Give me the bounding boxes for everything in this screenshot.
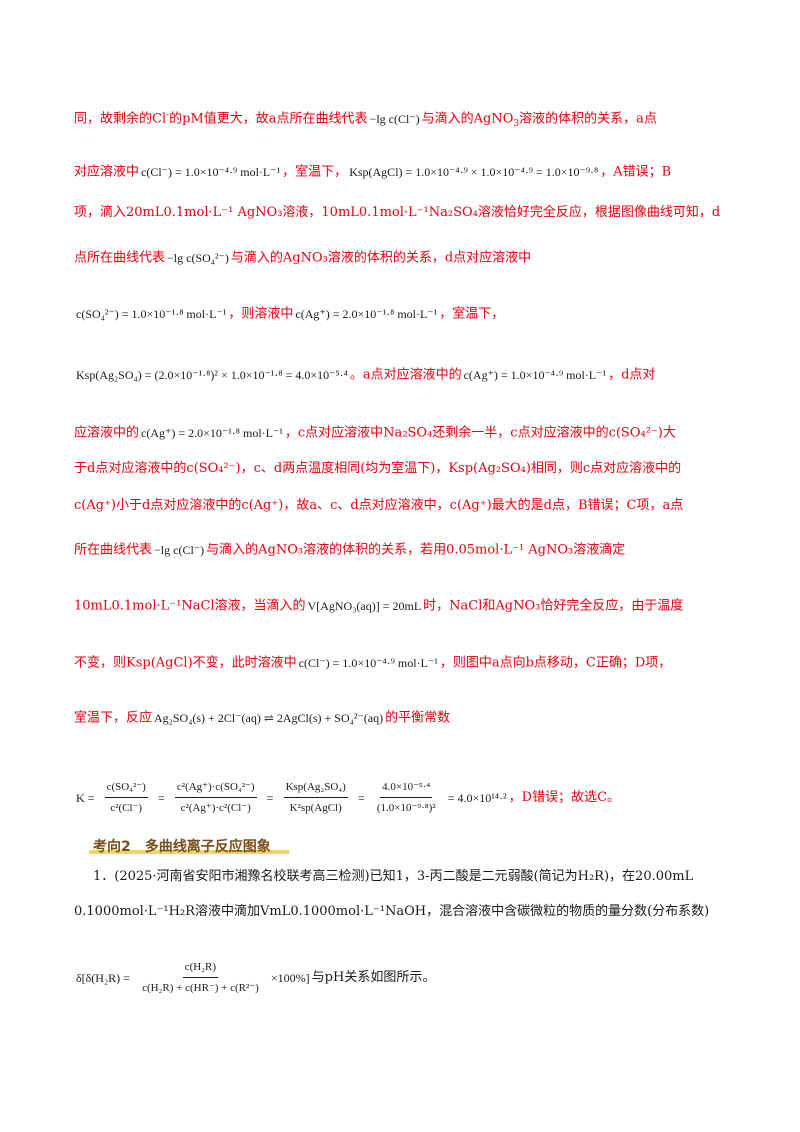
text-line-9: c(Ag⁺)小于d点对应溶液中的c(Ag⁺)，故a、c、d点对应溶液中，c(Ag…	[74, 498, 684, 513]
text: 同，故剩余的Cl	[74, 111, 167, 127]
text: 与滴入的AgNO₃溶液的体积的关系，d点对应溶液中	[230, 250, 532, 266]
problem-line-2: 0.1000mol·L⁻¹H₂R溶液中滴加VmL0.1000mol·L⁻¹NaO…	[74, 904, 710, 919]
formula: K =	[76, 790, 95, 805]
problem-line-3: δ[δ(H₂R) = c(H₂R) c(H₂R) + c(HR⁻) + c(R²⁻…	[74, 958, 435, 997]
text: 点所在曲线代表	[74, 250, 166, 266]
denominator: (1.0×10⁻⁹·⁸)²	[376, 802, 436, 814]
formula: = 4.0×10¹⁴·²	[447, 790, 507, 805]
formula: Ksp(Ag₂SO₄) = (2.0×10⁻¹·⁸)² × 1.0×10⁻¹·⁸…	[76, 368, 348, 382]
text: 室温下，反应	[74, 710, 153, 726]
problem-line-1: 1．(2025·河南省安阳市湘豫名校联考高三检测)已知1，3-丙二酸是二元弱酸(…	[93, 869, 694, 884]
text: 与滴入的AgNO₃溶液的体积的关系，若用0.05mol·L⁻¹ AgNO₃溶液滴…	[206, 542, 626, 558]
text: 溶液的体积的关系，a点	[519, 111, 657, 127]
fraction: 4.0×10⁻⁵·⁴ (1.0×10⁻⁹·⁸)²	[373, 778, 440, 817]
denominator: c(H₂R) + c(HR⁻) + c(R²⁻)	[142, 982, 259, 994]
text: ，d点对	[608, 367, 656, 383]
text-line-8: 于d点对应溶液中的c(SO₄²⁻)，c、d两点温度相同(均为室温下)，Ksp(A…	[74, 461, 682, 476]
equals: =	[357, 790, 365, 805]
text: 的pM值更大，故a点所在曲线代表	[169, 111, 368, 127]
numerator: c(SO₄²⁻)	[104, 778, 148, 798]
text: ，D错误；故选C。	[508, 790, 621, 805]
text: 不变，则Ksp(AgCl)不变，此时溶液中	[74, 655, 297, 671]
text: ，c点对应溶液中Na₂SO₄还剩余一半，c点对应溶液中的c(SO₄²⁻)大	[284, 425, 676, 441]
formula: Ksp(AgCl) = 1.0×10⁻⁴·⁹ × 1.0×10⁻⁴·⁹ = 1.…	[349, 165, 599, 179]
text-line-1: 同，故剩余的Cl-的pM值更大，故a点所在曲线代表−lg c(Cl⁻)与滴入的A…	[74, 110, 657, 129]
numerator: c(H₂R)	[182, 958, 219, 978]
text: ，则溶液中	[228, 306, 294, 322]
numerator: 4.0×10⁻⁵·⁴	[380, 778, 433, 798]
fraction: c²(Ag⁺)·c(SO₄²⁻) c²(Ag⁺)·c²(Cl⁻)	[173, 778, 259, 817]
text: 对应溶液中	[74, 164, 140, 180]
text: 与pH关系如图所示。	[311, 970, 436, 985]
formula: c(Cl⁻) = 1.0×10⁻⁴·⁹ mol·L⁻¹	[141, 165, 281, 179]
text-line-10: 所在曲线代表−lg c(Cl⁻)与滴入的AgNO₃溶液的体积的关系，若用0.05…	[74, 541, 625, 560]
heading-label: 考向2	[93, 839, 131, 855]
formula: c(Ag⁺) = 2.0×10⁻¹·⁸ mol·L⁻¹	[295, 307, 438, 321]
text: ，则图中a点向b点移动，C正确；D项，	[439, 655, 672, 671]
formula: c(Ag⁺) = 2.0×10⁻¹·⁸ mol·L⁻¹	[141, 426, 283, 440]
heading-title: 多曲线离子反应图象	[144, 839, 271, 855]
formula: δ[δ(H₂R) =	[76, 970, 130, 985]
formula: c(Cl⁻) = 1.0×10⁻⁴·⁹ mol·L⁻¹	[298, 656, 438, 670]
text: 时，NaCl和AgNO₃恰好完全反应，由于温度	[423, 598, 684, 614]
text-line-4: 点所在曲线代表−lg c(SO₄²⁻)与滴入的AgNO₃溶液的体积的关系，d点对…	[74, 249, 531, 268]
formula: c(SO₄²⁻) = 1.0×10⁻¹·⁸ mol·L⁻¹	[76, 307, 227, 321]
formula: −lg c(Cl⁻)	[369, 111, 420, 126]
denominator: c²(Ag⁺)·c²(Cl⁻)	[180, 802, 251, 814]
fraction: c(H₂R) c(H₂R) + c(HR⁻) + c(R²⁻)	[138, 958, 263, 997]
text: 与滴入的AgNO	[421, 111, 514, 127]
formula: ×100%]	[270, 970, 310, 985]
text: 应溶液中的	[74, 425, 140, 441]
denominator: K²sp(AgCl)	[289, 802, 342, 814]
formula: c(Ag⁺) = 1.0×10⁻⁴·⁹ mol·L⁻¹	[463, 368, 607, 382]
equals: =	[266, 790, 274, 805]
text: ，A错误；B	[600, 164, 672, 180]
formula: Ag₂SO₄(s) + 2Cl⁻(aq) ⇌ 2AgCl(s) + SO₄²⁻(…	[154, 711, 384, 725]
text: ，室温下，	[439, 306, 505, 322]
fraction: c(SO₄²⁻) c²(Cl⁻)	[103, 778, 150, 817]
text: 。a点对应溶液中的	[349, 367, 462, 383]
text: 的平衡常数	[385, 710, 451, 726]
fraction: Ksp(Ag₂SO₄) K²sp(AgCl)	[282, 778, 350, 817]
numerator: Ksp(Ag₂SO₄)	[283, 778, 348, 798]
text-line-6: Ksp(Ag₂SO₄) = (2.0×10⁻¹·⁸)² × 1.0×10⁻¹·⁸…	[74, 366, 655, 385]
equals: =	[157, 790, 165, 805]
numerator: c²(Ag⁺)·c(SO₄²⁻)	[174, 778, 257, 798]
formula: −lg c(SO₄²⁻)	[167, 251, 229, 265]
section-heading: 考向2 多曲线离子反应图象	[89, 836, 289, 856]
denominator: c²(Cl⁻)	[110, 802, 143, 814]
text: ，室温下，	[282, 164, 348, 180]
text: 所在曲线代表	[74, 542, 153, 558]
text: 10mL0.1mol·L⁻¹NaCl溶液，当滴入的	[74, 598, 306, 614]
equilibrium-constant-line: K = c(SO₄²⁻)c²(Cl⁻) = c²(Ag⁺)·c(SO₄²⁻)c²…	[74, 778, 620, 817]
formula: V[AgNO₃(aq)] = 20mL	[307, 599, 422, 613]
formula: −lg c(Cl⁻)	[154, 543, 205, 557]
text-line-3: 项，滴入20mL0.1mol·L⁻¹ AgNO₃溶液，10mL0.1mol·L⁻…	[74, 205, 721, 220]
